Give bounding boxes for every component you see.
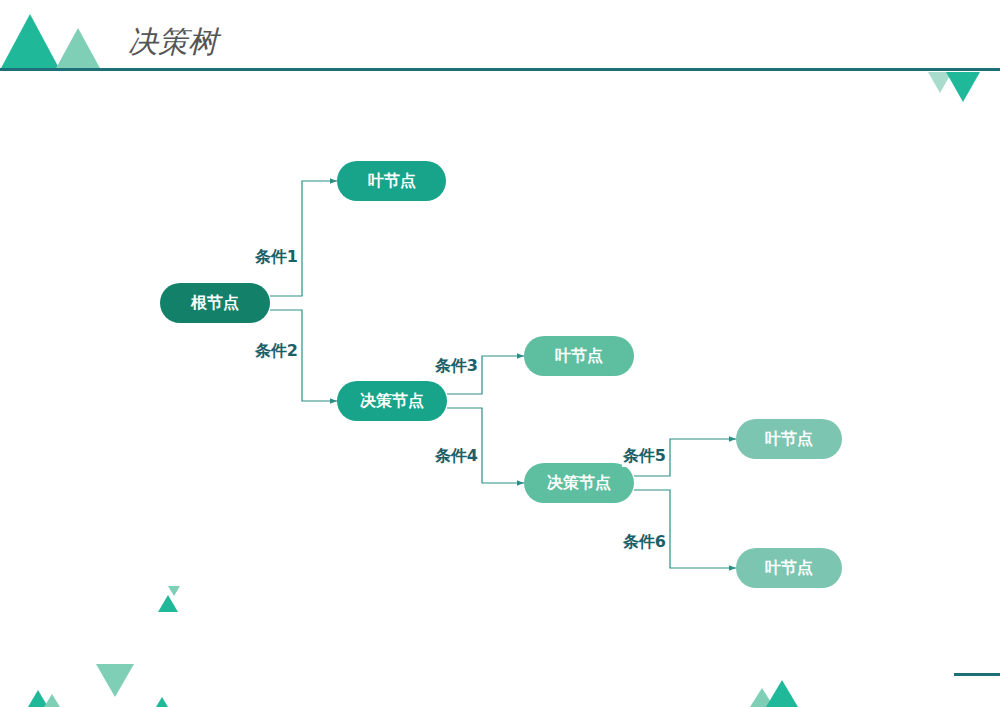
footer-rule	[954, 673, 1000, 676]
tree-node: 叶节点	[736, 548, 842, 588]
edge-label: 条件6	[622, 532, 667, 553]
node-label: 叶节点	[765, 558, 813, 579]
edge-label: 条件4	[434, 446, 479, 467]
page-title: 决策树	[128, 22, 218, 63]
triangle	[156, 697, 168, 707]
triangle	[28, 690, 48, 707]
node-label: 叶节点	[368, 171, 416, 192]
header-rule	[0, 68, 1000, 71]
edge-label: 条件2	[254, 341, 299, 362]
triangle	[946, 72, 980, 102]
triangle	[0, 14, 60, 70]
triangle	[55, 28, 101, 70]
triangle	[168, 586, 180, 596]
triangle	[96, 664, 134, 697]
edge-label: 条件1	[254, 247, 299, 268]
connector	[270, 181, 337, 296]
triangle	[158, 595, 178, 612]
node-label: 根节点	[191, 293, 239, 314]
tree-node: 叶节点	[524, 336, 634, 376]
node-label: 叶节点	[765, 429, 813, 450]
edge-label: 条件5	[622, 446, 667, 467]
tree-node: 决策节点	[524, 463, 634, 503]
tree-node: 叶节点	[337, 161, 446, 201]
node-label: 决策节点	[360, 391, 424, 412]
triangle	[44, 694, 60, 707]
edge-label: 条件3	[434, 356, 479, 377]
tree-node: 叶节点	[736, 419, 842, 459]
node-label: 叶节点	[555, 346, 603, 367]
triangle	[766, 680, 798, 707]
connector	[634, 490, 736, 568]
root-node: 根节点	[160, 283, 270, 323]
tree-node: 决策节点	[337, 381, 447, 421]
node-label: 决策节点	[547, 473, 611, 494]
